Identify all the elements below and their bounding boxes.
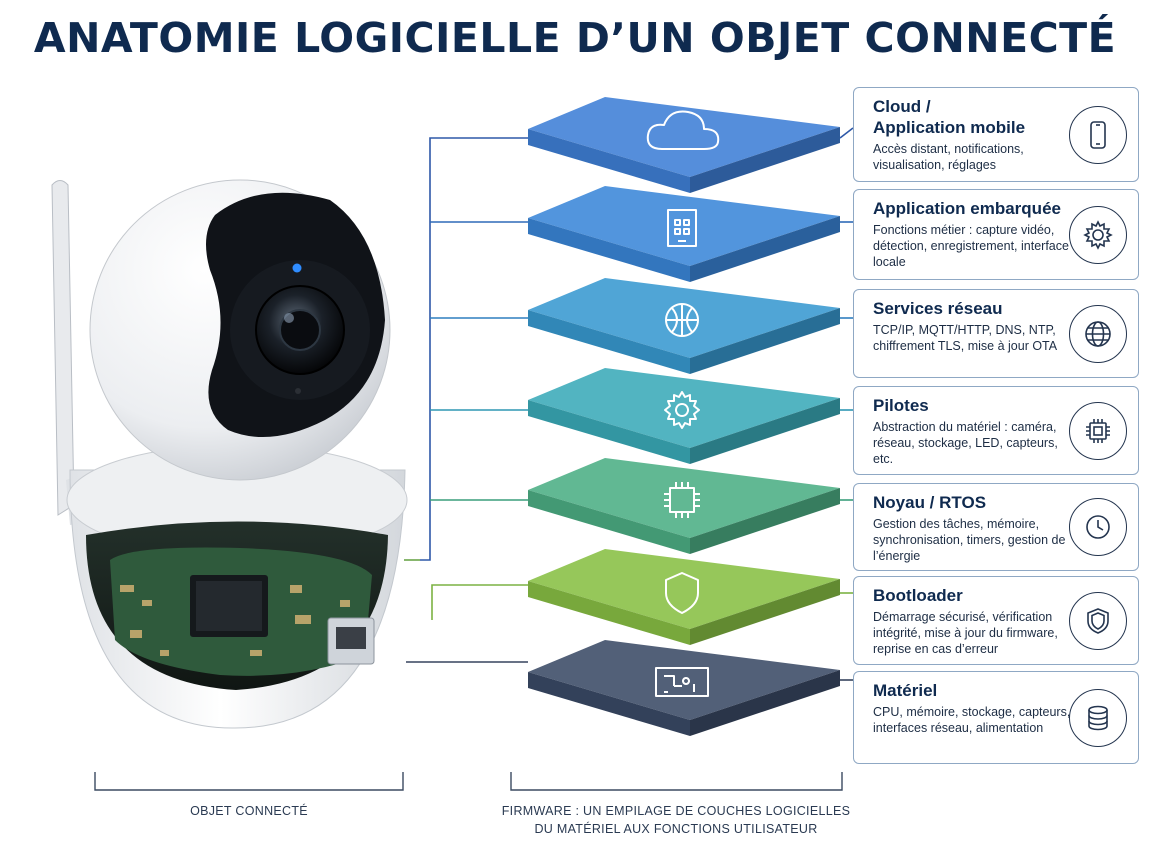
layer-slab-side [690,127,840,193]
camera-device-illustration [51,179,408,729]
layer-card-description: Gestion des tâches, mémoire, synchronisa… [873,517,1066,563]
layer-slab [528,549,840,645]
smartphone-layer-icon [646,110,720,150]
layer-slab-side [528,400,690,464]
layer-card-services-reseau: Services réseau TCP/IP, MQTT/HTTP, DNS, … [853,289,1139,378]
globe-icon [1069,304,1127,363]
gear-layer-icon [667,209,697,247]
clock-icon [1069,498,1127,556]
layer-card-title: Noyau / RTOS [873,493,987,512]
layer-card-bootloader: Bootloader Démarrage sécurisé, vérificat… [853,576,1139,665]
layer-slab-side [690,579,840,645]
layer-slab [528,186,840,282]
chip-icon [1069,401,1127,460]
firmware-caption: FIRMWARE : UN EMPILAGE DE COUCHES LOGICI… [500,802,852,838]
firmware-caption-line2: DU MATÉRIEL AUX FONCTIONS UTILISATEUR [534,822,818,836]
layer-card-description: Fonctions métier : capture vidéo, détect… [873,223,1069,269]
device-bracket [94,772,404,791]
database-icon [1069,688,1127,747]
layer-card-description: CPU, mémoire, stockage, capteurs, interf… [873,705,1071,735]
layer-slab-top [528,549,840,629]
clock-layer-icon [664,482,700,518]
layer-card-application-embarquee: Application embarquée Fonctions métier :… [853,189,1139,280]
globe-layer-icon [665,303,699,337]
layer-card-description: Abstraction du matériel : caméra, réseau… [873,420,1058,466]
smartphone-icon [1069,105,1127,164]
layer-slab-side [528,672,690,736]
firmware-bracket [510,772,843,791]
layer-card-description: Accès distant, notifications, visualisat… [873,142,1024,172]
database-layer-icon [655,667,709,697]
layer-slab-top [528,368,840,448]
layer-card-noyau-rtos: Noyau / RTOS Gestion des tâches, mémoire… [853,483,1139,571]
layer-card-title: Matériel [873,681,938,700]
layer-card-cloud: Cloud /Application mobile Accès distant,… [853,87,1139,182]
layer-card-title: Cloud /Application mobile [873,97,1026,137]
layer-card-title: Application embarquée [873,199,1061,218]
layer-slab-side [528,310,690,374]
firmware-caption-line1: FIRMWARE : UN EMPILAGE DE COUCHES LOGICI… [501,804,851,818]
layer-card-title: Pilotes [873,396,929,415]
layer-slab-top [528,97,840,177]
chip-layer-icon [664,391,700,429]
page-title: ANATOMIE LOGICIELLE D’UN OBJET CONNECTÉ [33,14,1117,62]
layer-slab-side [528,581,690,645]
layer-card-title: Bootloader [873,586,963,605]
layer-slab-side [528,129,690,193]
layer-card-materiel: Matériel CPU, mémoire, stockage, capteur… [853,671,1139,764]
layer-stack [528,97,840,736]
layer-slab [528,368,840,464]
layer-slab [528,640,840,736]
layer-slab-side [690,308,840,374]
gear-icon [1069,205,1127,264]
layer-card-description: Démarrage sécurisé, vérification intégri… [873,610,1058,656]
layer-connectors [404,127,854,681]
layer-slab-side [690,670,840,736]
layer-card-description: TCP/IP, MQTT/HTTP, DNS, NTP, chiffrement… [873,323,1058,353]
layer-slab [528,278,840,374]
layer-slab-side [690,398,840,464]
layer-slab-side [690,488,840,554]
layer-slab-side [690,216,840,282]
shield-layer-icon [665,572,699,614]
layer-slab-top [528,458,840,538]
layer-slab [528,97,840,193]
layer-slab-side [528,490,690,554]
layer-card-pilotes: Pilotes Abstraction du matériel : caméra… [853,386,1139,475]
layer-slab-top [528,278,840,358]
layer-slab-side [528,218,690,282]
shield-icon [1069,591,1127,650]
device-caption: OBJET CONNECTÉ [190,804,308,818]
layer-slab [528,458,840,554]
layer-card-title: Services réseau [873,299,1003,318]
